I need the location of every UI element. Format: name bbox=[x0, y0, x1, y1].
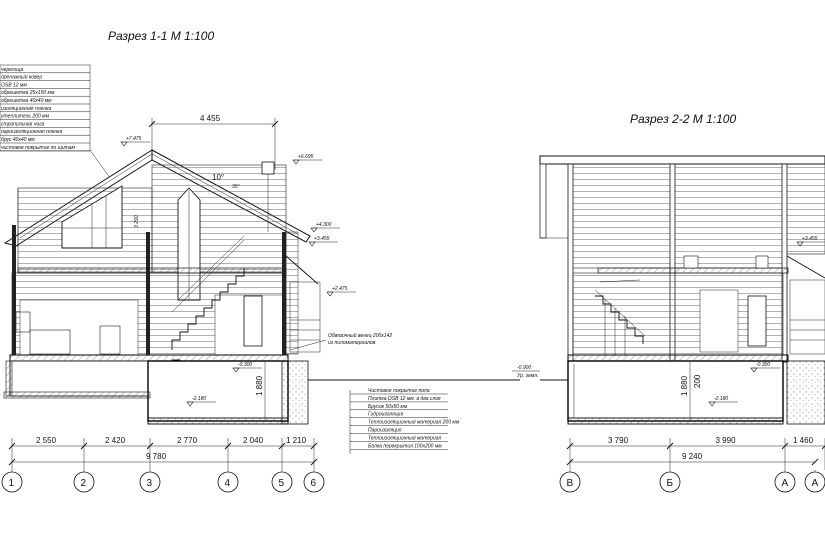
staircase-upper bbox=[171, 235, 245, 350]
floor-layer-note: Теплоизоляционный материал 200 мм bbox=[368, 419, 460, 426]
floor-layer-note: Брусок 50x50 мм bbox=[368, 404, 408, 410]
roof-layer-note: обрешетка 25x150 мм bbox=[1, 90, 55, 96]
ground-floor-slab bbox=[9, 354, 289, 362]
roof-2 bbox=[539, 155, 825, 165]
dimension-label: 2 420 bbox=[105, 436, 126, 445]
floor-layer-note: Пароизоляция bbox=[368, 428, 402, 434]
axis-label: А bbox=[782, 478, 789, 489]
bottom-dimensions-2: 3 790 3 990 1 460 9 240 bbox=[566, 436, 825, 470]
axis-label: 6 bbox=[311, 478, 317, 489]
vertical-dim-2: 1 880 bbox=[255, 375, 264, 396]
axis-marker bbox=[217, 471, 239, 493]
roof-pitch-label: 35° bbox=[232, 184, 240, 190]
elevation-mark: +3.455 bbox=[802, 236, 818, 242]
section-1-title: Разрез 1-1 М 1:100 bbox=[108, 29, 215, 43]
axis-marker bbox=[303, 471, 325, 493]
vertical-dim-1: 3 290 bbox=[134, 215, 140, 228]
attic-floor-slab bbox=[17, 267, 287, 274]
roof-layer-note: утеплитель 200 мм bbox=[0, 114, 50, 120]
roof-layer-note: чистовое покрытие по щитам bbox=[1, 145, 76, 151]
axis-marker bbox=[804, 471, 825, 493]
floor-layer-note: Чистовое покрытие пола bbox=[368, 388, 430, 394]
dimension-label: 3 990 bbox=[716, 436, 737, 445]
gable-window bbox=[61, 185, 123, 249]
porch bbox=[285, 231, 321, 355]
beam-note-line-2: из пиломатериалов bbox=[328, 340, 376, 346]
roof-layer-note: дренажный ковер bbox=[1, 74, 42, 81]
chimney bbox=[261, 161, 275, 175]
dimension-label: 2 040 bbox=[243, 436, 264, 445]
axis-marker bbox=[139, 471, 161, 493]
staircase-2 bbox=[594, 279, 646, 356]
roof-layer-note: черепица bbox=[1, 67, 23, 73]
axis-marker bbox=[73, 471, 95, 493]
roof-slope-label: 10° bbox=[212, 173, 224, 182]
dimension-label: 2 770 bbox=[177, 436, 198, 445]
elevation-mark: +2.475 bbox=[332, 286, 348, 292]
vertical-dim-2-1: 1 880 bbox=[680, 375, 689, 396]
axis-label: А bbox=[812, 478, 819, 489]
top-dimension: 4 455 bbox=[148, 114, 279, 170]
elevation-mark: +7.475 bbox=[126, 136, 142, 142]
axis-marker bbox=[271, 471, 293, 493]
roof-layer-note: OSB 12 мм bbox=[1, 82, 27, 88]
dimension-label: 1 460 bbox=[793, 436, 814, 445]
roof-layer-note: пароизоляционная пленка bbox=[1, 129, 63, 135]
floor-layer-note: Балка перекрытия 100x200 мм bbox=[368, 443, 442, 449]
axis-marker bbox=[559, 471, 581, 493]
elevation-mark: -2.180 bbox=[714, 396, 728, 402]
basement-2 bbox=[567, 360, 784, 422]
elevation-mark: -2.180 bbox=[192, 396, 206, 402]
upper-floor-siding-right bbox=[151, 164, 287, 273]
floor-layer-note: Гидроизоляция bbox=[368, 412, 403, 418]
roof-layer-note: изоляционная пленка bbox=[1, 106, 51, 112]
dimension-label: 2 550 bbox=[36, 436, 57, 445]
total-dimension-1: 9 780 bbox=[146, 452, 167, 461]
top-dimension-label: 4 455 bbox=[200, 114, 221, 123]
elevation-mark: +6.695 bbox=[298, 154, 314, 160]
ground-level-value: -0.900 bbox=[517, 365, 531, 371]
upper-siding-2 bbox=[569, 163, 786, 269]
beam-note-line-1: Обвязочный венец 200x142 bbox=[328, 332, 392, 339]
dimension-label: 3 790 bbox=[608, 436, 629, 445]
section-2-title: Разрез 2-2 М 1:100 bbox=[630, 112, 737, 126]
axis-marker bbox=[774, 471, 796, 493]
axis-label: 1 bbox=[9, 478, 15, 489]
bottom-dimensions-1: 2 550 2 420 2 770 2 040 1 210 9 780 bbox=[8, 436, 318, 470]
axis-marker bbox=[659, 471, 681, 493]
section-2-drawing: -0.900 Ур. земл. +3.455 -0.300 -2.180 1 88… bbox=[512, 155, 825, 493]
axis-label: В bbox=[567, 478, 574, 489]
vertical-dim-2-2: 200 bbox=[693, 374, 702, 388]
basement-cellar bbox=[147, 360, 289, 422]
axis-label: 3 bbox=[147, 478, 153, 489]
axis-label: 2 bbox=[81, 478, 87, 489]
floor-layer-note: Теплоизоляционный материал bbox=[368, 434, 441, 441]
elevation-mark: -0.300 bbox=[756, 362, 770, 368]
axis-label: Б bbox=[667, 478, 674, 489]
dimension-label: 1 210 bbox=[286, 436, 307, 445]
axis-label: 5 bbox=[279, 478, 285, 489]
total-dimension-2: 9 240 bbox=[682, 452, 703, 461]
ground-level-label: Ур. земл. bbox=[517, 373, 538, 379]
roof-layer-note: стропильная нога bbox=[1, 121, 45, 127]
axis-label: 4 bbox=[225, 478, 231, 489]
roof-layer-note: брус 40x40 мм bbox=[1, 137, 35, 143]
elevation-mark: +4.300 bbox=[316, 222, 332, 228]
door bbox=[243, 295, 263, 347]
basement-left bbox=[9, 360, 149, 397]
elevation-mark: +3.455 bbox=[314, 236, 330, 242]
roof-layer-note: обрешетка 40x40 мм bbox=[1, 98, 52, 104]
floor-layer-note: Плитка OSB 12 мм. в два слоя bbox=[368, 396, 441, 402]
axis-marker bbox=[1, 471, 23, 493]
elevation-mark: -0.300 bbox=[238, 362, 252, 368]
door-2 bbox=[747, 295, 767, 347]
